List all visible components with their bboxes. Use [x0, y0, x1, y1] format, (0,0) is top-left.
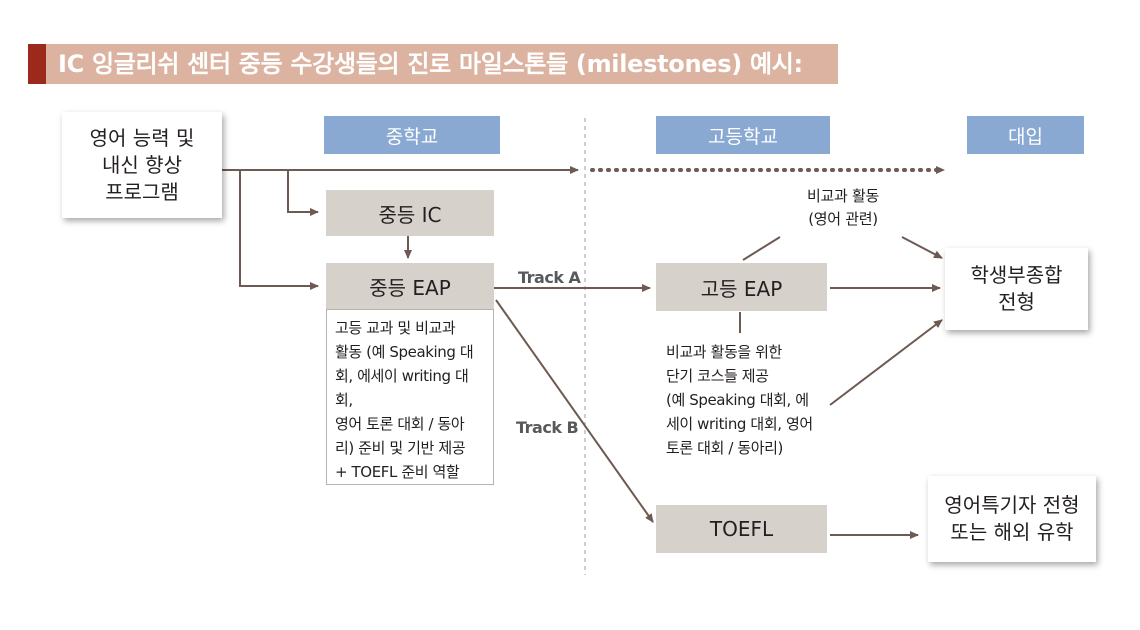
arrow-extracurricular-to-student-record	[901, 236, 943, 259]
middle-ic-box: 중등 IC	[326, 190, 494, 236]
toefl-box: TOEFL	[656, 505, 827, 553]
middle-eap-description: 고등 교과 및 비교과 활동 (예 Speaking 대 회, 에세이 writ…	[326, 309, 494, 485]
english-special-admission-box: 영어특기자 전형 또는 해외 유학	[928, 476, 1096, 562]
stage-college-admission: 대입	[967, 116, 1084, 154]
high-eap-description: 비교과 활동을 위한 단기 코스들 제공 (예 Speaking 대회, 에 세…	[666, 343, 813, 457]
stage-middle-school: 중학교	[324, 116, 500, 154]
student-record-admission-box: 학생부종합 전형	[945, 248, 1088, 330]
middle-eap-box: 중등 EAP	[326, 263, 494, 309]
extracurricular-label: 비교과 활동 (영어 관련)	[807, 187, 879, 229]
arrow-short-courses-to-student-record	[829, 319, 943, 406]
high-eap-box: 고등 EAP	[656, 263, 827, 311]
diagram-title: IC 잉글리쉬 센터 중등 수강생들의 진로 마일스톤들 (milestones…	[58, 50, 803, 78]
title-bar	[28, 44, 838, 84]
arrow-to-middle-ic	[287, 170, 319, 216]
track-b-label: Track B	[516, 418, 579, 437]
track-b-arrow	[495, 299, 654, 523]
stage-high-school: 고등학교	[656, 116, 830, 154]
title-accent-bar	[28, 44, 46, 84]
program-box: 영어 능력 및 내신 향상 프로그램	[62, 112, 222, 218]
track-a-label: Track A	[518, 268, 581, 287]
extracurricular-line	[742, 236, 781, 261]
arrow-to-middle-eap	[239, 170, 319, 290]
